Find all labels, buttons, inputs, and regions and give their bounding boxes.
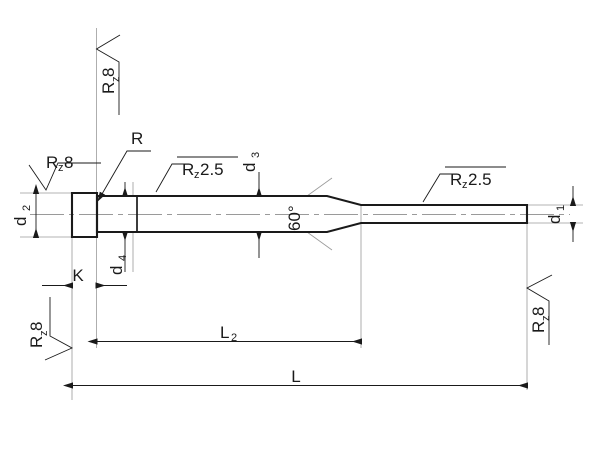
surface-finish-value-head: 8 — [64, 153, 73, 172]
dimension-label-d1: d — [545, 215, 564, 224]
dimension-sub-d3: 3 — [250, 152, 262, 158]
surface-finish-shaft-minor: R z 2.5 — [422, 166, 506, 203]
surface-finish-head-face: R z 8 — [28, 153, 101, 191]
surface-finish-sub-head: z — [58, 162, 64, 174]
surface-finish-value-bl: 8 — [27, 322, 46, 331]
surface-finish-sub-bl: z — [38, 331, 50, 337]
dimension-L: L — [63, 367, 528, 389]
surface-symbol-top-head — [95, 34, 121, 115]
part-outline — [70, 191, 529, 239]
dimension-label-d4: d — [107, 266, 126, 275]
surface-finish-sub-br: z — [540, 316, 552, 322]
surface-finish-value-br: 8 — [529, 307, 548, 316]
dimension-label-d2: d — [11, 217, 30, 226]
radius-leader-line — [97, 150, 151, 202]
surface-symbol-head-face — [28, 162, 101, 191]
surface-finish-value-shaft-minor: 2.5 — [468, 170, 492, 189]
angle-witness-top — [306, 177, 333, 197]
surface-finish-shaft-major: R z 2.5 — [155, 156, 238, 193]
head-flange — [70, 191, 99, 239]
cone-angle-label: 60° — [285, 205, 304, 231]
surface-finish-prefix-shaft-major: R — [182, 160, 194, 179]
dimension-K: K — [42, 266, 127, 289]
dimension-sub-L2: 2 — [231, 332, 237, 344]
dimension-label-d3: d — [240, 163, 259, 172]
dimension-L2: L 2 — [87, 323, 362, 345]
radius-label: R — [131, 129, 143, 148]
dimension-sub-d2: 2 — [21, 205, 33, 211]
dimension-sub-d4: 4 — [117, 255, 129, 261]
surface-finish-prefix-bl: R — [27, 336, 46, 348]
surface-symbol-shaft-major — [155, 163, 184, 193]
surface-finish-prefix-br: R — [529, 321, 548, 333]
angle-witness-bottom — [306, 231, 333, 251]
annotation-cone-angle: 60° — [285, 205, 304, 231]
surface-finish-prefix-top: R — [99, 82, 118, 94]
dimension-d4: d 4 — [107, 182, 129, 275]
surface-finish-prefix-head: R — [46, 153, 58, 172]
annotation-radius: R — [97, 129, 151, 202]
dimension-d1: d 1 — [545, 186, 577, 242]
surface-finish-sub-top: z — [110, 77, 122, 83]
surface-symbol-shaft-minor — [422, 173, 452, 203]
surface-finish-sub-shaft-minor: z — [462, 179, 468, 191]
surface-finish-top-head: R z 8 — [95, 34, 122, 115]
dimension-d2: d 2 — [11, 184, 40, 238]
shaft-profile — [95, 194, 529, 234]
surface-finish-bottom-left: R z 8 — [27, 297, 74, 361]
surface-finish-prefix-shaft-minor: R — [450, 170, 462, 189]
dimension-d3: d 3 — [240, 152, 263, 258]
dimension-label-L: L — [291, 367, 300, 386]
dimension-label-K: K — [72, 266, 84, 285]
surface-finish-sub-shaft-major: z — [194, 169, 200, 181]
surface-symbol-bottom-left — [44, 297, 74, 361]
surface-finish-bottom-right: R z 8 — [526, 274, 553, 345]
dimension-label-L2: L — [220, 323, 229, 342]
surface-symbol-bottom-right — [526, 274, 553, 345]
dimension-sub-d1: 1 — [555, 205, 567, 211]
surface-finish-value-top: 8 — [99, 68, 118, 77]
surface-finish-value-shaft-major: 2.5 — [200, 160, 224, 179]
